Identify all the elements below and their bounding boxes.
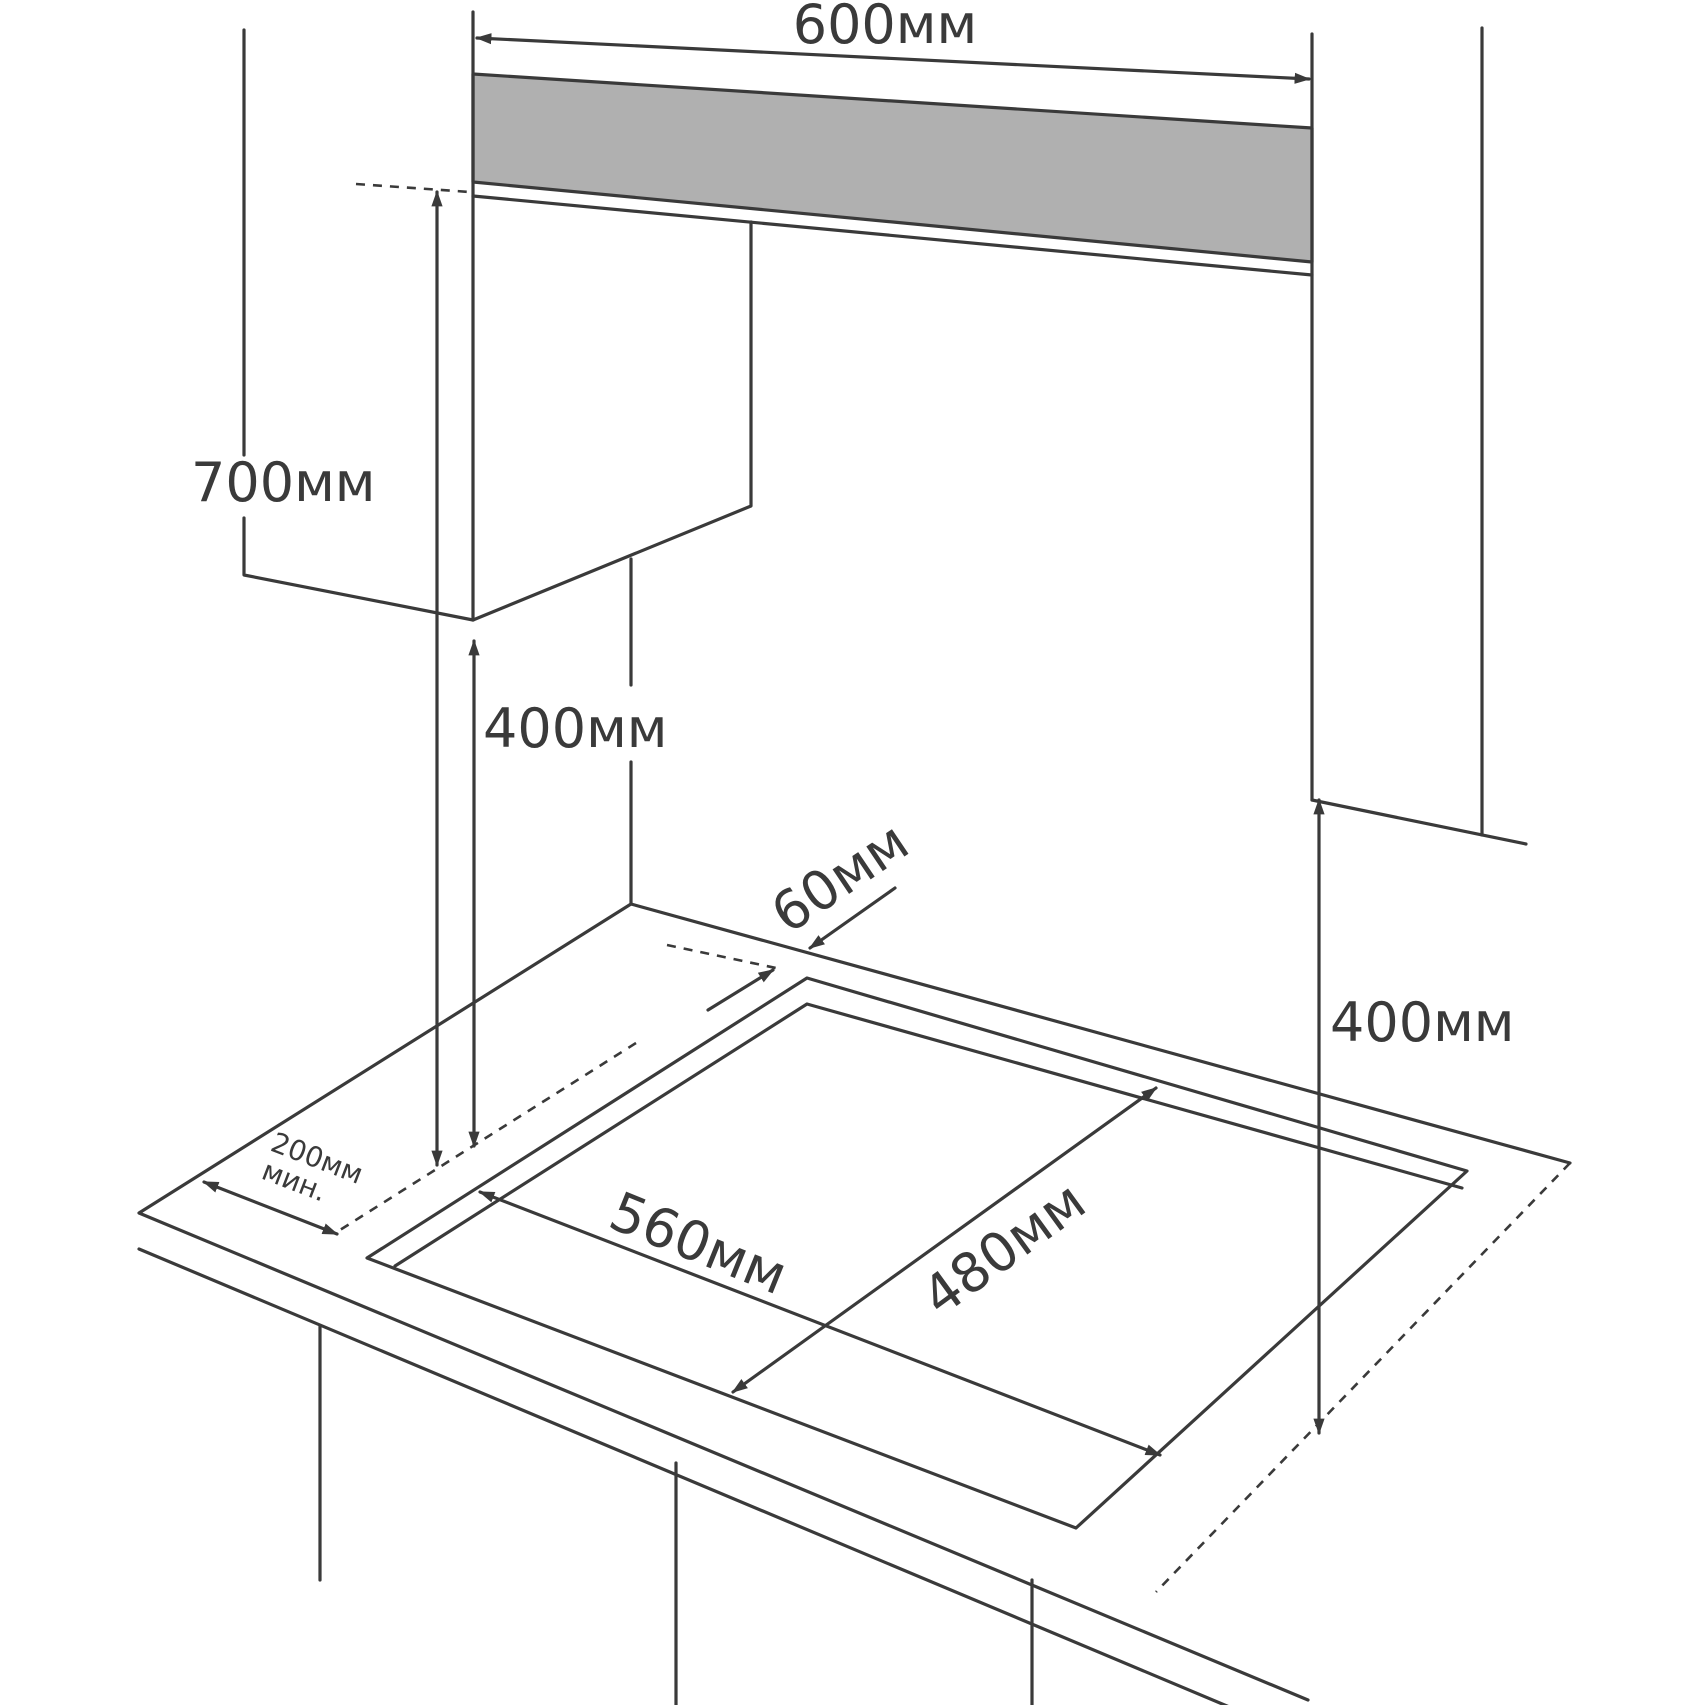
cutout-depth-arrow: [731, 1086, 1158, 1394]
countertop-front-top-edge: [137, 902, 1310, 1702]
wall-cabinets: [242, 10, 1528, 906]
rear-gap-arrow-outer: [808, 886, 897, 950]
left-cabinet-bottom-edge: [242, 516, 475, 622]
countertop: [137, 902, 1572, 1705]
countertop-back-edge: [629, 902, 1572, 1165]
cooker-hood: [355, 72, 1314, 277]
dimension-lines: [202, 33, 1325, 1457]
hood-bottom-edge: [471, 194, 1314, 277]
hob-cutout: [365, 976, 1469, 1530]
cutout-width-label: 560мм: [601, 1180, 796, 1308]
right-cabinet-bottom-edge: [1310, 798, 1528, 846]
hood-level-dashed-line: [355, 182, 471, 194]
rear-gap-arrow-inner: [706, 968, 775, 1012]
hood-height-label: 700мм: [191, 451, 376, 514]
countertop-front-bottom-edge: [137, 1247, 1229, 1705]
side-clearance-dashed-line: [339, 1041, 637, 1232]
side-clearance-arrow: [202, 1180, 339, 1236]
hood-width-arrow: [475, 33, 1311, 84]
countertop-right-dashed-edge: [1155, 1162, 1571, 1593]
left-clearance-label: 400мм: [483, 697, 668, 760]
hood-width-label: 600мм: [793, 0, 978, 56]
hood-front-panel: [471, 72, 1314, 264]
right-clearance-label: 400мм: [1330, 991, 1515, 1054]
cutout-inner-outline: [393, 1002, 1464, 1268]
cutout-outer-outline: [365, 976, 1469, 1530]
rear-gap-dashed-line: [666, 943, 777, 970]
cutout-depth-label: 480мм: [911, 1169, 1097, 1328]
rear-wall-upper: [471, 220, 753, 622]
